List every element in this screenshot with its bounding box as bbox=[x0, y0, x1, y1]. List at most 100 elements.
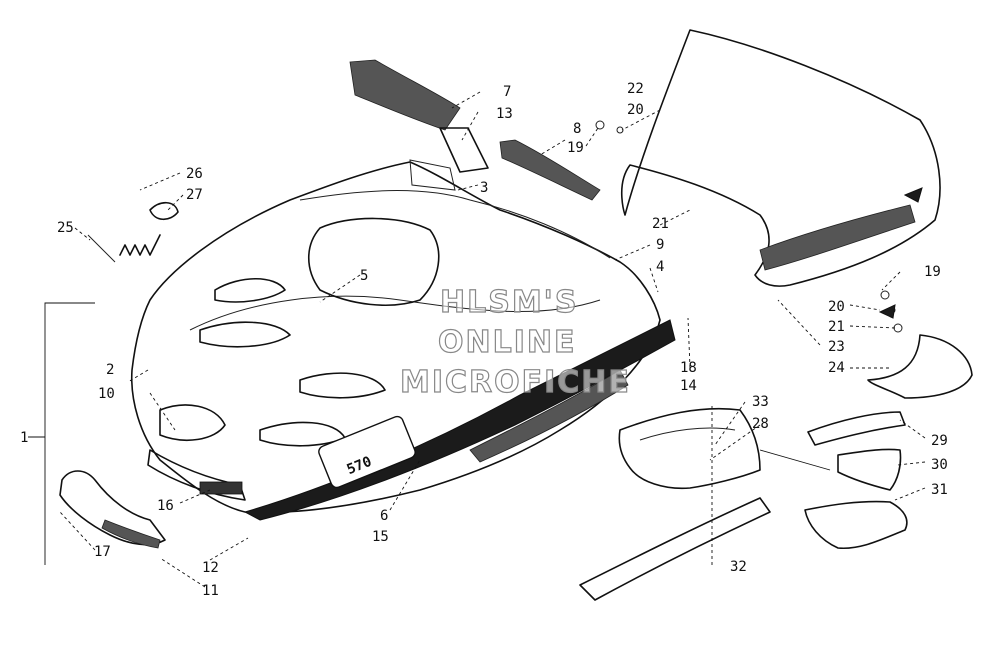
decal-8 bbox=[499, 139, 601, 201]
nose-piece-outline bbox=[59, 470, 166, 546]
callout-8: 8 bbox=[573, 121, 581, 137]
leader-4 bbox=[649, 267, 659, 293]
leader-25 bbox=[74, 227, 91, 241]
leader-19b bbox=[881, 271, 901, 291]
leader-19a bbox=[585, 127, 599, 147]
callout-5: 5 bbox=[360, 268, 368, 284]
headlight-bezel bbox=[159, 404, 226, 441]
leader-9 bbox=[614, 244, 651, 261]
hood-vent-left-upper bbox=[214, 277, 286, 303]
hood-vent-left-lower bbox=[199, 321, 291, 348]
rod-25 bbox=[87, 234, 116, 263]
callout-19-top: 19 bbox=[567, 140, 584, 156]
leader-33 bbox=[714, 401, 746, 446]
callout-32: 32 bbox=[730, 559, 747, 575]
callout-21-side: 21 bbox=[828, 319, 845, 335]
side-stripe-accent bbox=[469, 369, 629, 463]
callout-9: 9 bbox=[656, 237, 664, 253]
watermark-line-3: MICROFICHE bbox=[400, 365, 631, 400]
windshield-opening bbox=[308, 217, 440, 306]
hood-crease-mid bbox=[189, 295, 601, 331]
clip-27 bbox=[149, 201, 179, 221]
callout-19-side: 19 bbox=[924, 264, 941, 280]
callout-6: 6 bbox=[380, 508, 388, 524]
front-grille bbox=[147, 449, 246, 501]
callout-7: 7 bbox=[503, 84, 511, 100]
callout-15: 15 bbox=[372, 529, 389, 545]
windshield-lower-decal bbox=[759, 204, 916, 271]
callout-22: 22 bbox=[627, 81, 644, 97]
leader-23 bbox=[777, 299, 821, 346]
model-decal-570: 570 bbox=[318, 415, 416, 489]
leader-28b bbox=[759, 449, 831, 471]
callout-33: 33 bbox=[752, 394, 769, 410]
callout-13: 13 bbox=[496, 106, 513, 122]
belly-pan-outline bbox=[618, 407, 761, 490]
leader-12 bbox=[209, 537, 249, 561]
spring-26 bbox=[119, 234, 161, 256]
fasteners-right bbox=[595, 120, 903, 333]
top-decals bbox=[349, 59, 601, 201]
leader-2 bbox=[127, 369, 149, 383]
belly-pan bbox=[618, 407, 761, 490]
callout-18: 18 bbox=[680, 360, 697, 376]
fastener-20-top bbox=[616, 126, 624, 134]
fastener-19-side bbox=[880, 290, 890, 300]
hood-outline bbox=[130, 161, 661, 514]
leader-30 bbox=[897, 461, 926, 466]
hood-vent-side-1 bbox=[299, 372, 386, 399]
leader-20b bbox=[849, 304, 881, 311]
callout-25: 25 bbox=[57, 220, 74, 236]
leader-8 bbox=[539, 139, 566, 156]
belly-pan-detail bbox=[639, 427, 736, 441]
leader-17 bbox=[59, 511, 96, 551]
leader-13 bbox=[461, 111, 479, 141]
windshield-outline bbox=[621, 29, 941, 287]
callout-10: 10 bbox=[98, 386, 115, 402]
watermark-line-2: ONLINE bbox=[438, 325, 577, 360]
callout-14: 14 bbox=[680, 378, 697, 394]
callout-17: 17 bbox=[94, 544, 111, 560]
windshield-arrow-decal bbox=[903, 187, 923, 203]
panel-30 bbox=[837, 448, 902, 491]
watermark-line-1: HLSM'S bbox=[440, 285, 578, 320]
leader-lines bbox=[59, 91, 926, 588]
windshield bbox=[621, 29, 941, 287]
callout-23: 23 bbox=[828, 339, 845, 355]
callout-4: 4 bbox=[656, 259, 664, 275]
callout-26: 26 bbox=[186, 166, 203, 182]
panel-31 bbox=[804, 500, 908, 550]
callout-1: 1 bbox=[20, 430, 28, 446]
callout-16: 16 bbox=[157, 498, 174, 514]
hood-assembly: 570 bbox=[130, 161, 676, 521]
leader-31 bbox=[894, 487, 926, 501]
callout-29: 29 bbox=[931, 433, 948, 449]
fastener-19-top bbox=[595, 120, 605, 130]
leader-21b bbox=[849, 325, 896, 329]
callout-31: 31 bbox=[931, 482, 948, 498]
leader-18 bbox=[687, 317, 691, 369]
nose-emblem bbox=[199, 481, 243, 495]
arrow-marker-20 bbox=[878, 304, 896, 319]
leader-28 bbox=[709, 424, 761, 461]
nose-piece-insert bbox=[101, 519, 161, 549]
watermark: HLSM'S ONLINE MICROFICHE bbox=[399, 284, 631, 400]
leader-7 bbox=[451, 91, 481, 109]
decal-13 bbox=[439, 127, 489, 173]
leader-5 bbox=[319, 274, 361, 303]
fastener-21-side bbox=[893, 323, 903, 333]
callout-28: 28 bbox=[752, 416, 769, 432]
leader-20a bbox=[621, 109, 661, 131]
assembly-bracket-1 bbox=[44, 302, 95, 565]
leader-6 bbox=[389, 459, 421, 511]
callout-21-top: 21 bbox=[652, 216, 669, 232]
leader-26 bbox=[139, 172, 181, 191]
hardware-left bbox=[87, 201, 179, 263]
leader-11 bbox=[159, 557, 206, 588]
callout-2: 2 bbox=[106, 362, 114, 378]
decal-7 bbox=[349, 59, 461, 131]
callout-20-top: 20 bbox=[627, 102, 644, 118]
callout-3: 3 bbox=[480, 180, 488, 196]
leader-29 bbox=[899, 419, 926, 439]
